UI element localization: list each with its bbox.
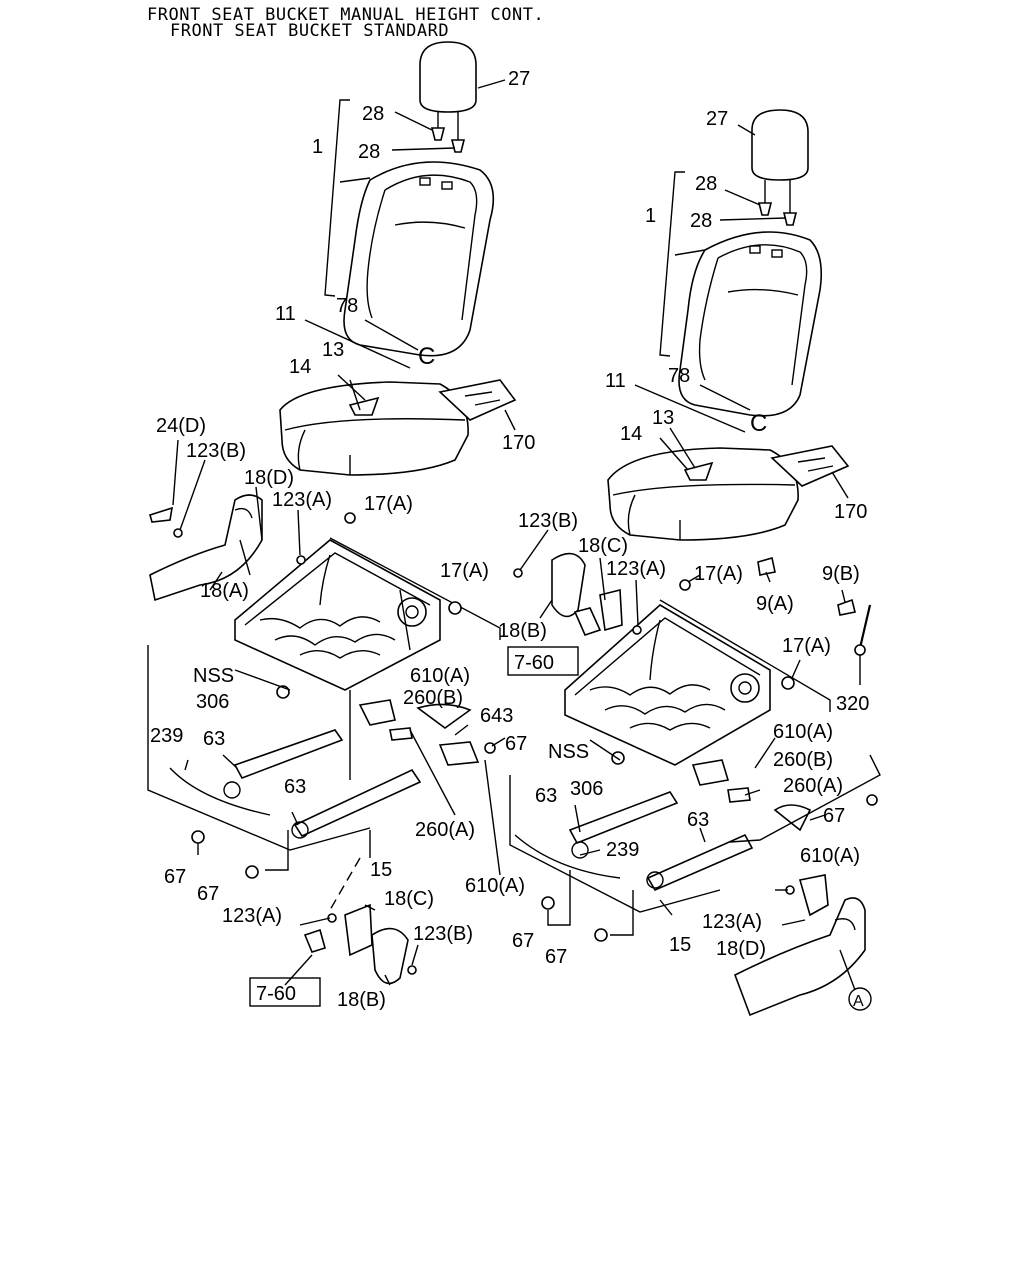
label-14-left: 14 xyxy=(289,356,311,378)
label-63-right-b: 63 xyxy=(687,809,709,831)
right-side-cover xyxy=(733,874,866,1017)
label-18a-left: 18(A) xyxy=(200,580,249,602)
label-610a-left-a: 610(A) xyxy=(410,665,470,687)
right-part-170 xyxy=(770,445,850,487)
label-123b-left-b: 123(B) xyxy=(413,923,473,945)
label-15-left: 15 xyxy=(370,859,392,881)
label-123b-right: 123(B) xyxy=(518,510,578,532)
title-line-2: FRONT SEAT BUCKET STANDARD xyxy=(170,21,450,41)
left-headrest xyxy=(419,41,477,153)
callout-c-right: C xyxy=(750,410,767,437)
label-24d: 24(D) xyxy=(156,415,206,437)
label-18d-left: 18(D) xyxy=(244,467,294,489)
right-seat-back xyxy=(678,231,823,417)
ref-label-7-60-right: 7-60 xyxy=(514,652,554,674)
label-170-right: 170 xyxy=(834,501,867,523)
label-306-right: 306 xyxy=(570,778,603,800)
label-260b-left: 260(B) xyxy=(403,687,463,709)
label-27-left: 27 xyxy=(508,68,530,90)
label-17a-left-a: 17(A) xyxy=(364,493,413,515)
label-nss-left: NSS xyxy=(193,665,234,687)
label-610a-right-b: 610(A) xyxy=(800,845,860,867)
ref-box-7-60-left[interactable]: 7-60 xyxy=(249,977,321,1007)
right-seat-cushion xyxy=(607,447,799,541)
right-lower-parts xyxy=(691,759,812,832)
left-seat-back xyxy=(343,161,495,357)
label-1-left: 1 xyxy=(312,136,323,158)
label-123a-left: 123(A) xyxy=(272,489,332,511)
label-239-right: 239 xyxy=(606,839,639,861)
left-seat-cushion xyxy=(279,381,469,476)
label-18c-left: 18(C) xyxy=(384,888,434,910)
label-78-left: 78 xyxy=(336,295,358,317)
label-239-left: 239 xyxy=(150,725,183,747)
title-line-1: FRONT SEAT BUCKET MANUAL HEIGHT CONT. xyxy=(147,5,545,25)
label-14-right: 14 xyxy=(620,423,642,445)
label-67-right-c: 67 xyxy=(545,946,567,968)
label-643: 643 xyxy=(480,705,513,727)
label-28-left-a: 28 xyxy=(362,103,384,125)
label-67-left-b: 67 xyxy=(164,866,186,888)
label-260b-right: 260(B) xyxy=(773,749,833,771)
label-1-right: 1 xyxy=(645,205,656,227)
label-nss-right: NSS xyxy=(548,741,589,763)
label-11-left: 11 xyxy=(275,303,296,325)
left-part-170 xyxy=(438,379,517,421)
label-18c-right: 18(C) xyxy=(578,535,628,557)
label-63-left-b: 63 xyxy=(284,776,306,798)
right-seat-frame xyxy=(564,604,771,766)
left-lower-parts xyxy=(358,699,480,766)
left-seat-frame xyxy=(234,539,441,691)
callout-c-left: C xyxy=(418,343,435,370)
right-headrest xyxy=(751,109,809,226)
right-screws xyxy=(513,568,878,942)
ref-label-7-60-left: 7-60 xyxy=(256,983,296,1005)
label-17a-left-b: 17(A) xyxy=(440,560,489,582)
label-28-right-b: 28 xyxy=(690,210,712,232)
label-63-left-a: 63 xyxy=(203,728,225,750)
label-67-right-a: 67 xyxy=(823,805,845,827)
label-27-right: 27 xyxy=(706,108,728,130)
ref-box-7-60-right[interactable]: 7-60 xyxy=(507,646,579,676)
label-610a-left-b: 610(A) xyxy=(465,875,525,897)
label-260a-left: 260(A) xyxy=(415,819,475,841)
label-78-right: 78 xyxy=(668,365,690,387)
label-610a-right-a: 610(A) xyxy=(773,721,833,743)
label-18d-right: 18(D) xyxy=(716,938,766,960)
label-67-left-a: 67 xyxy=(505,733,527,755)
label-123b-left: 123(B) xyxy=(186,440,246,462)
label-11-right: 11 xyxy=(605,370,626,392)
right-rails xyxy=(514,791,754,892)
label-123a-left-b: 123(A) xyxy=(222,905,282,927)
label-13-right: 13 xyxy=(652,407,674,429)
label-28-right-a: 28 xyxy=(695,173,717,195)
label-123a-right: 123(A) xyxy=(606,558,666,580)
label-9b: 9(B) xyxy=(822,563,860,585)
left-rails xyxy=(169,729,422,839)
label-320: 320 xyxy=(836,693,869,715)
label-260a-right: 260(A) xyxy=(783,775,843,797)
label-28-left-b: 28 xyxy=(358,141,380,163)
label-18b-right: 18(B) xyxy=(498,620,547,642)
label-9a: 9(A) xyxy=(756,593,794,615)
label-306-left: 306 xyxy=(196,691,229,713)
label-17a-right-a: 17(A) xyxy=(694,563,743,585)
label-67-right-b: 67 xyxy=(512,930,534,952)
label-67-left-c: 67 xyxy=(197,883,219,905)
right-part-9 xyxy=(757,556,872,649)
label-170-left: 170 xyxy=(502,432,535,454)
label-18b-left: 18(B) xyxy=(337,989,386,1011)
label-13-left: 13 xyxy=(322,339,344,361)
label-17a-right-b: 17(A) xyxy=(782,635,831,657)
label-15-right: 15 xyxy=(669,934,691,956)
left-side-cover xyxy=(149,494,263,602)
callout-a-marker: A xyxy=(848,987,872,1011)
callout-a-label: A xyxy=(853,993,864,1010)
label-63-right-a: 63 xyxy=(535,785,557,807)
left-bottom-cluster xyxy=(303,903,409,985)
label-123a-right-b: 123(A) xyxy=(702,911,762,933)
right-bracket-18b xyxy=(551,552,623,636)
